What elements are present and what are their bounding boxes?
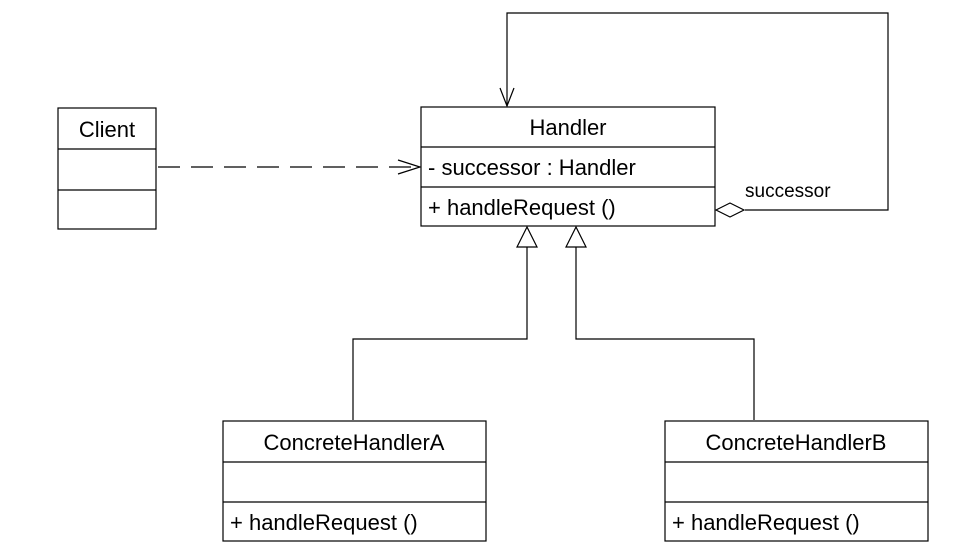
dependency-client-handler <box>158 159 422 175</box>
class-box <box>222 420 487 542</box>
open-arrowhead-icon <box>397 159 422 175</box>
class-operation: + handleRequest () <box>230 510 418 535</box>
generalization-line <box>352 247 528 420</box>
hollow-triangle-icon <box>565 225 587 248</box>
aggregation-successor: successor <box>499 12 889 218</box>
class-box <box>664 420 929 542</box>
class-handler: Handler - successor : Handler + handleRe… <box>420 106 716 227</box>
hollow-triangle-icon <box>516 225 538 248</box>
class-name: Client <box>79 117 135 142</box>
generalization-b <box>565 225 755 420</box>
class-name: ConcreteHandlerB <box>706 430 887 455</box>
association-label: successor <box>745 181 831 202</box>
open-arrowhead-icon <box>499 87 515 108</box>
class-attribute: - successor : Handler <box>428 155 636 180</box>
aggregation-diamond-icon <box>714 202 746 218</box>
class-operation: + handleRequest () <box>428 195 616 220</box>
class-concrete-handler-a: ConcreteHandlerA + handleRequest () <box>222 420 487 542</box>
class-operation: + handleRequest () <box>672 510 860 535</box>
class-box <box>57 107 157 230</box>
generalization-a <box>352 225 538 420</box>
class-client: Client <box>57 107 157 230</box>
class-name: ConcreteHandlerA <box>264 430 445 455</box>
class-concrete-handler-b: ConcreteHandlerB + handleRequest () <box>664 420 929 542</box>
class-box <box>420 106 716 227</box>
aggregation-line <box>506 12 889 211</box>
generalization-line <box>575 247 755 420</box>
class-name: Handler <box>529 115 606 140</box>
